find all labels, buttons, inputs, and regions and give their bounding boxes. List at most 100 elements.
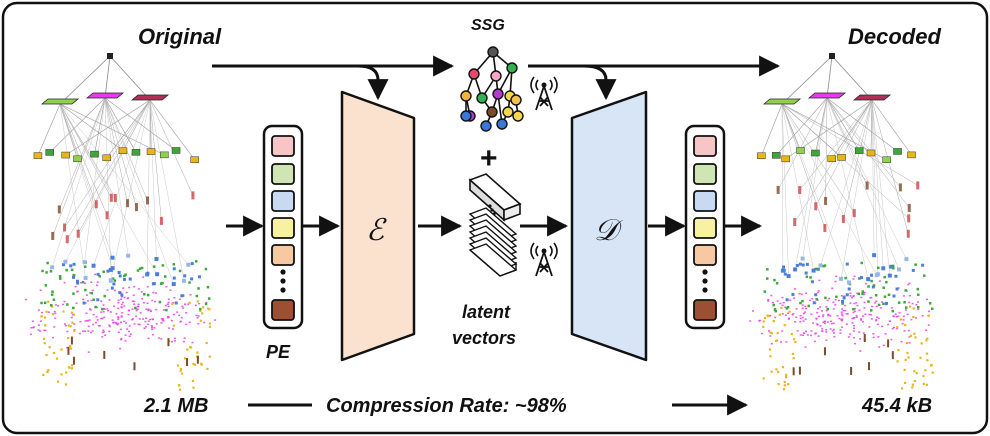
point xyxy=(779,341,782,343)
point xyxy=(836,315,839,317)
point xyxy=(168,327,171,329)
point xyxy=(857,292,860,296)
point xyxy=(206,285,210,289)
point xyxy=(770,342,773,345)
scene-edge xyxy=(831,55,873,101)
point xyxy=(110,286,114,290)
point xyxy=(919,356,922,359)
point xyxy=(49,303,53,307)
ssg-node xyxy=(506,62,518,74)
point xyxy=(774,309,777,313)
point xyxy=(860,319,863,321)
point xyxy=(833,328,836,331)
point xyxy=(781,313,784,315)
point xyxy=(876,323,879,326)
point xyxy=(117,301,120,304)
scene-node xyxy=(82,260,87,265)
point xyxy=(162,319,165,322)
scene-node xyxy=(872,253,877,258)
scene-node xyxy=(83,275,88,280)
point xyxy=(75,279,79,283)
point xyxy=(69,345,72,348)
point xyxy=(877,317,880,319)
point xyxy=(923,274,926,277)
pe-cell xyxy=(271,190,295,212)
point xyxy=(191,341,194,344)
point xyxy=(847,287,851,291)
point xyxy=(805,275,809,279)
encoder-block xyxy=(340,90,416,362)
point xyxy=(840,319,843,321)
point xyxy=(82,298,85,301)
point xyxy=(759,319,762,322)
point xyxy=(879,307,882,309)
point xyxy=(795,316,798,319)
point xyxy=(115,313,118,315)
point xyxy=(140,266,144,270)
scene-edge xyxy=(815,99,873,207)
scene-node xyxy=(57,205,61,214)
scene-category-node xyxy=(807,92,847,99)
point xyxy=(912,307,915,310)
point xyxy=(154,300,157,303)
point xyxy=(770,332,773,335)
point xyxy=(120,306,123,308)
point xyxy=(137,305,140,308)
point xyxy=(117,299,120,301)
point xyxy=(102,329,105,332)
point xyxy=(892,326,895,329)
point xyxy=(916,287,920,291)
point xyxy=(832,308,835,310)
point xyxy=(136,308,139,311)
scene-edge xyxy=(84,97,106,263)
scene-edge xyxy=(49,97,106,153)
point xyxy=(214,319,217,321)
point xyxy=(891,264,895,268)
point xyxy=(78,332,81,335)
point xyxy=(903,330,906,332)
pe-dot xyxy=(280,269,286,275)
point xyxy=(75,302,78,304)
point xyxy=(803,311,806,313)
point xyxy=(815,317,818,320)
point xyxy=(841,326,844,328)
point xyxy=(149,318,152,321)
point xyxy=(801,299,804,303)
point xyxy=(853,337,856,339)
point xyxy=(173,337,176,340)
point xyxy=(149,309,152,312)
point xyxy=(85,312,88,314)
point xyxy=(815,297,818,301)
scene-edge xyxy=(146,99,151,275)
point xyxy=(101,336,104,338)
point xyxy=(160,318,163,320)
point xyxy=(124,322,127,324)
ssg-node xyxy=(496,118,508,130)
point xyxy=(837,299,840,302)
point xyxy=(877,336,880,338)
point xyxy=(817,307,820,310)
point xyxy=(783,324,786,327)
ssg-node xyxy=(460,90,472,102)
point xyxy=(60,373,63,376)
point xyxy=(852,311,855,314)
point xyxy=(906,351,909,355)
point xyxy=(66,303,69,306)
point xyxy=(845,313,848,315)
point xyxy=(767,300,770,302)
point xyxy=(829,315,832,317)
point xyxy=(887,323,890,326)
scene-edge xyxy=(59,103,86,279)
point xyxy=(43,316,47,319)
point xyxy=(840,319,843,322)
scene-edge xyxy=(871,99,890,276)
point xyxy=(875,305,878,308)
point xyxy=(45,353,48,357)
point xyxy=(808,299,811,302)
point xyxy=(96,319,99,321)
point xyxy=(144,325,147,328)
point xyxy=(817,315,820,318)
point xyxy=(106,269,110,273)
point xyxy=(888,320,891,323)
point xyxy=(184,303,187,305)
